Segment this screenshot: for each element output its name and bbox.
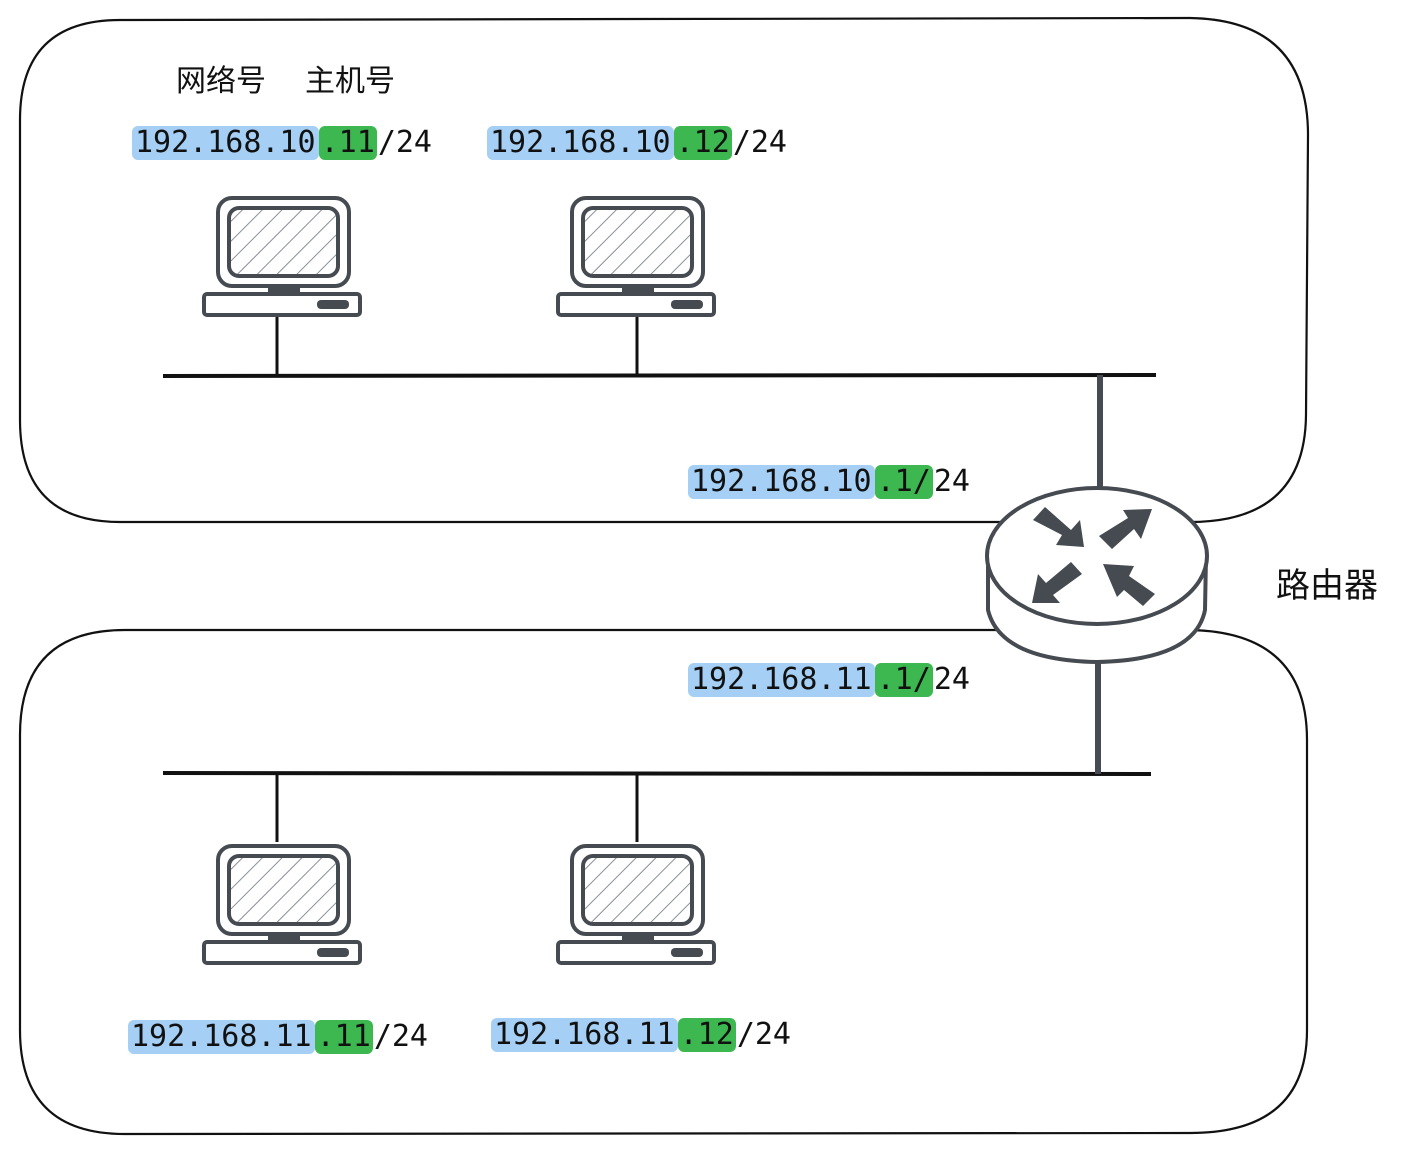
host-number-label: 主机号 — [305, 64, 395, 99]
mask-part: /24 — [377, 125, 432, 160]
network-number-label: 网络号 — [176, 64, 266, 99]
mask-part: /24 — [736, 1017, 791, 1052]
host-ip-address: 192.168.11.12/24 — [491, 1018, 791, 1052]
network-part: 192.168.11 — [128, 1020, 315, 1054]
host-part: .11 — [318, 125, 377, 160]
network-part: 192.168.10 — [688, 465, 875, 499]
computer-icon — [556, 844, 716, 965]
mask-part: /24 — [732, 125, 787, 160]
host-part: .1/ — [874, 662, 933, 697]
router-interface-ip: 192.168.11.1/24 — [688, 663, 970, 697]
host-part: .12 — [673, 125, 732, 160]
mask-part: /24 — [373, 1019, 428, 1054]
subnet-bottom-bus — [162, 771, 1152, 776]
computer-icon — [202, 196, 362, 317]
mask-part: 24 — [933, 662, 970, 697]
computer-icon — [556, 196, 716, 317]
router-label: 路由器 — [1276, 566, 1378, 606]
host-part: .11 — [314, 1019, 373, 1054]
router-interface-ip: 192.168.10.1/24 — [688, 465, 970, 499]
host-ip-address: 192.168.10.12/24 — [487, 126, 787, 160]
network-part: 192.168.10 — [132, 126, 319, 160]
host-part: .1/ — [874, 464, 933, 499]
network-part: 192.168.11 — [491, 1018, 678, 1052]
computer-icon — [202, 844, 362, 965]
mask-part: 24 — [933, 464, 970, 499]
host-ip-address: 192.168.11.11/24 — [128, 1020, 428, 1054]
subnet-bottom-boundary — [18, 628, 1309, 1136]
subnet-top-bus — [162, 373, 1157, 378]
network-part: 192.168.11 — [688, 663, 875, 697]
router-icon — [985, 486, 1209, 665]
network-part: 192.168.10 — [487, 126, 674, 160]
host-ip-address: 192.168.10.11/24 — [132, 126, 432, 160]
host-part: .12 — [677, 1017, 736, 1052]
